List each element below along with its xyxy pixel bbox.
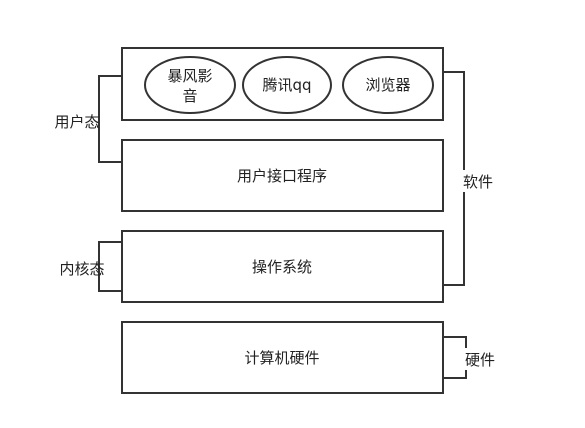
app-oval-browser [342, 56, 434, 114]
hardware-label-background [458, 348, 498, 370]
app-label-baofeng-line1: 暴风影 [167, 67, 212, 85]
app-label-browser: 浏览器 [365, 76, 410, 94]
kernel-mode-label: 内核态 [59, 260, 104, 278]
user-mode-bracket [98, 75, 122, 163]
kernel-mode-bracket [98, 241, 122, 292]
app-oval-qq [242, 56, 332, 114]
os-layer-box [121, 230, 444, 303]
hardware-bracket-label: 硬件 [465, 351, 495, 369]
user-interface-layer-box [121, 139, 444, 212]
user-mode-label: 用户态 [54, 113, 99, 131]
app-label-qq: 腾讯qq [262, 76, 311, 94]
hardware-layer-box [121, 321, 444, 394]
app-oval-baofeng [144, 56, 236, 114]
os-layer-label: 操作系统 [252, 258, 312, 276]
app-label-baofeng-line2: 音 [182, 87, 197, 105]
software-label-background [456, 170, 496, 192]
user-interface-layer-label: 用户接口程序 [237, 167, 327, 185]
software-label: 软件 [463, 173, 493, 191]
hardware-layer-label: 计算机硬件 [244, 349, 319, 367]
